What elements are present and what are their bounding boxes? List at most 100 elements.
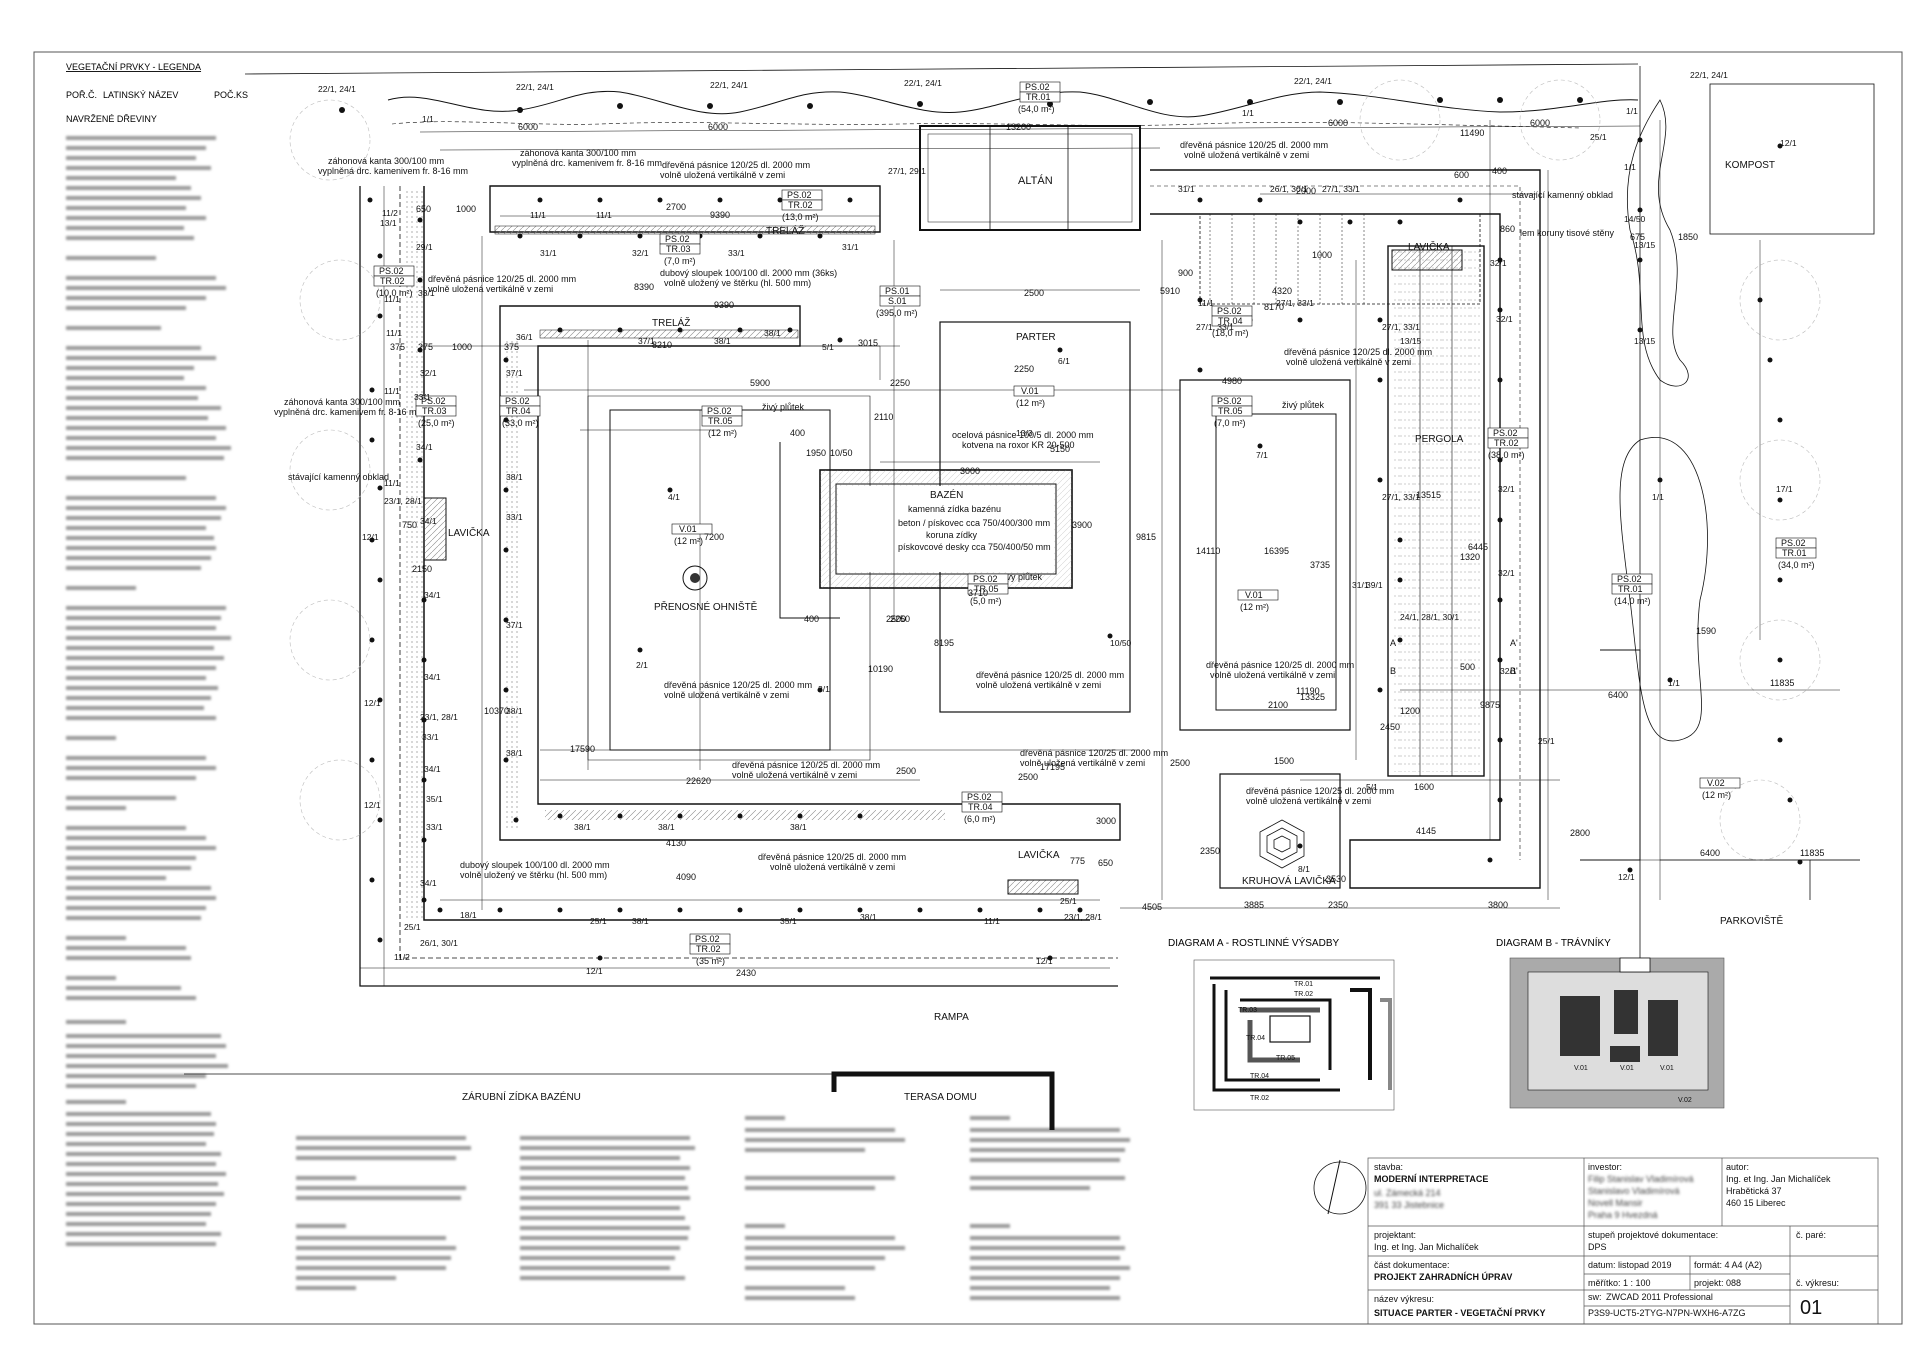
- svg-text:12/1: 12/1: [364, 800, 381, 810]
- svg-text:2500: 2500: [886, 614, 906, 624]
- svg-text:6000: 6000: [1328, 118, 1348, 128]
- diagram-b: DIAGRAM B - TRÁVNÍKY V.01 V.01 V.01 V.02: [1496, 936, 1725, 1109]
- code-v02: V.02: [1707, 778, 1725, 788]
- label-rampa: RAMPA: [934, 1012, 969, 1023]
- svg-text:11/2: 11/2: [394, 952, 410, 962]
- svg-text:12/1: 12/1: [1780, 138, 1797, 148]
- svg-text:1590: 1590: [1696, 626, 1716, 636]
- top-hedge-inner: [391, 121, 1581, 129]
- page-border: [33, 51, 1903, 1325]
- svg-text:2/1: 2/1: [636, 660, 648, 670]
- svg-text:600: 600: [1454, 170, 1469, 180]
- plan-labels: ALTÁN PARTER BAZÉN PERGOLA KOMPOST PARKO…: [274, 70, 1824, 1103]
- area-tr01-top: (54,0 m²): [1018, 104, 1055, 114]
- code-ps02-tr04: PS.02: [505, 396, 530, 406]
- note-kanta-2: záhonová kanta 300/100 mm: [520, 148, 636, 158]
- bottom-strip-hatch: [545, 810, 945, 820]
- diagram-b-title: DIAGRAM B - TRÁVNÍKY: [1496, 936, 1611, 949]
- svg-text:2500: 2500: [1170, 758, 1190, 768]
- code-ps02-pergola: PS.02: [1493, 428, 1518, 438]
- svg-text:3710: 3710: [968, 588, 988, 598]
- svg-text:TR.05: TR.05: [1276, 1055, 1295, 1062]
- label-kompost: KOMPOST: [1725, 160, 1775, 171]
- svg-text:1/1: 1/1: [1668, 678, 1680, 688]
- trelaz-strip-top: [494, 225, 876, 235]
- code-tr05-right: TR.05: [1218, 406, 1243, 416]
- svg-text:1600: 1600: [1414, 782, 1434, 792]
- svg-text:6000: 6000: [1530, 118, 1550, 128]
- code-ps02-altan: PS.02: [787, 190, 812, 200]
- svg-text:12/1: 12/1: [362, 532, 379, 542]
- label-lavicka-bottom: LAVIČKA: [1018, 848, 1060, 861]
- svg-text:22620: 22620: [686, 776, 711, 786]
- title-block: [1367, 1157, 1879, 1325]
- code-ps02-tr05-right: PS.02: [1217, 396, 1242, 406]
- svg-text:ul. Zámecká 214: ul. Zámecká 214: [1374, 1188, 1441, 1198]
- svg-text:27/1, 29/1: 27/1, 29/1: [888, 166, 926, 176]
- svg-text:P3S9-UCT5-2TYG-N7PN-WXH6-A7ZG: P3S9-UCT5-2TYG-N7PN-WXH6-A7ZG: [1588, 1308, 1746, 1318]
- svg-text:Novell Mansir: Novell Mansir: [1588, 1198, 1643, 1208]
- bench-left: [423, 497, 447, 561]
- note-pasnice-3: dřevěná pásnice 120/25 dl. 2000 mm: [428, 274, 576, 284]
- note-pasnice-1: dřevěná pásnice 120/25 dl. 2000 mm: [662, 160, 810, 170]
- svg-text:DPS: DPS: [1588, 1242, 1607, 1252]
- svg-text:2150: 2150: [412, 564, 432, 574]
- svg-text:9390: 9390: [710, 210, 730, 220]
- svg-text:1000: 1000: [1312, 250, 1332, 260]
- area-v01-left: (12 m²): [674, 536, 703, 546]
- note-stavajici-left: stávající kamenný obklad: [288, 472, 389, 482]
- code-tr01-top: TR.01: [1026, 92, 1051, 102]
- svg-text:3530: 3530: [1326, 874, 1346, 884]
- svg-text:32/1: 32/1: [420, 368, 437, 378]
- note-bazen-1: kamenná zídka bazénu: [908, 504, 1001, 514]
- code-s01: S.01: [888, 296, 907, 306]
- svg-text:2800: 2800: [1570, 828, 1590, 838]
- svg-text:5/1: 5/1: [1366, 782, 1378, 792]
- svg-text:3/1: 3/1: [818, 684, 830, 694]
- code-tr04-bottom: TR.04: [968, 802, 993, 812]
- outer-bed-left-inner: [399, 186, 1118, 959]
- svg-text:11835: 11835: [1770, 678, 1794, 688]
- code-ps02-right: PS.02: [1781, 538, 1806, 548]
- area-tr02-altan: (13,0 m²): [782, 212, 819, 222]
- svg-text:3900: 3900: [1072, 520, 1092, 530]
- note-pasnice-11: dřevěná pásnice 120/25 dl. 2000 mm: [758, 852, 906, 862]
- svg-text:1/1: 1/1: [1626, 106, 1638, 116]
- svg-text:22/1, 24/1: 22/1, 24/1: [904, 78, 942, 88]
- svg-text:6400: 6400: [1700, 848, 1720, 858]
- svg-text:27/1, 33/1: 27/1, 33/1: [1322, 184, 1360, 194]
- svg-text:12/1: 12/1: [364, 698, 381, 708]
- svg-text:33/1: 33/1: [418, 288, 435, 298]
- svg-text:7/1: 7/1: [1256, 450, 1268, 460]
- label-ohniste: PŘENOSNÉ OHNIŠTĚ: [654, 600, 758, 613]
- note-kanta-2b: vyplněná drc. kamenivem fr. 8-16 mm: [512, 158, 662, 168]
- area-tr05-right: (7,0 m²): [1214, 418, 1246, 428]
- code-tr05-bazen: TR.05: [974, 584, 999, 594]
- note-ocelova: ocelová pásnice 100/5 dl. 2000 mm: [952, 430, 1094, 440]
- svg-text:34/1: 34/1: [424, 590, 441, 600]
- svg-text:2450: 2450: [1380, 722, 1400, 732]
- area-tr04-right: (18,0 m²): [1212, 328, 1249, 338]
- svg-text:13/1: 13/1: [380, 218, 397, 228]
- svg-text:22/1, 24/1: 22/1, 24/1: [516, 82, 554, 92]
- note-pasnice-5: dřevěná pásnice 120/25 dl. 2000 mm: [664, 680, 812, 690]
- code-tr02-left: TR.02: [380, 276, 405, 286]
- svg-text:860: 860: [1500, 224, 1515, 234]
- legend-col-number: POŘ.Č.: [66, 90, 97, 100]
- svg-text:27/1, 33/1: 27/1, 33/1: [1382, 322, 1420, 332]
- svg-text:6000: 6000: [518, 122, 538, 132]
- svg-text:MODERNÍ INTERPRETACE: MODERNÍ INTERPRETACE: [1374, 1174, 1488, 1184]
- svg-text:13325: 13325: [1300, 692, 1325, 702]
- svg-text:25/1: 25/1: [1590, 132, 1607, 142]
- svg-text:1850: 1850: [1678, 232, 1698, 242]
- svg-text:16395: 16395: [1264, 546, 1289, 556]
- svg-text:4130: 4130: [666, 838, 686, 848]
- area-tr02-pergola: (38,0 m²): [1488, 450, 1525, 460]
- label-lavicka-top: LAVIČKA: [1408, 240, 1450, 253]
- note-pasnice-7b: volně uložená vertikálně v zemi: [1210, 670, 1335, 680]
- svg-text:1200: 1200: [1400, 706, 1420, 716]
- svg-text:27/1, 33/1: 27/1, 33/1: [1382, 492, 1420, 502]
- svg-text:11/1: 11/1: [1198, 298, 1214, 308]
- code-v01-right: V.01: [1245, 590, 1263, 600]
